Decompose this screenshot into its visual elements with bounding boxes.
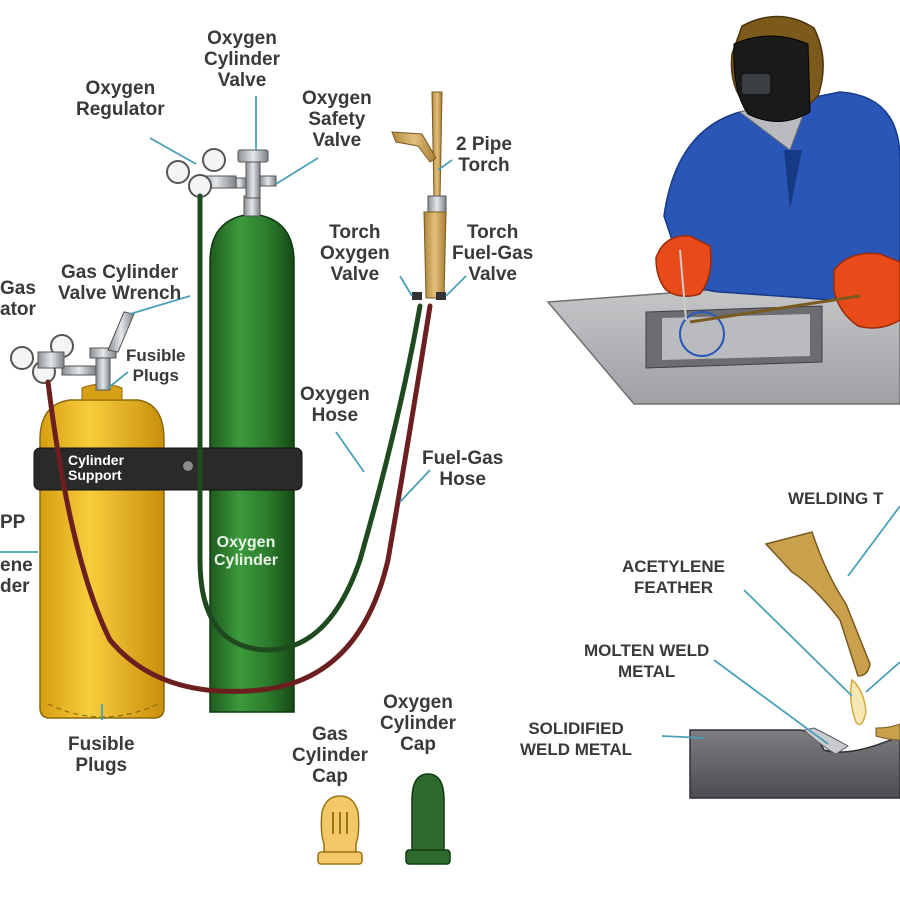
label-line: Safety — [308, 109, 366, 130]
label-line: MOLTEN WELD — [584, 641, 710, 660]
label-fusible-plugs-top: Fusible Plugs — [126, 346, 186, 386]
label-line: Cylinder — [292, 745, 369, 766]
label-lpp-cylinder: PP ene der — [0, 512, 33, 597]
label-line: Oxygen — [85, 78, 156, 99]
two-pipe-torch — [391, 91, 447, 300]
label-solidified-weld-metal: SOLIDIFIED WELD METAL — [520, 718, 632, 760]
label-line: Gas — [0, 278, 36, 299]
label-line: Cap — [400, 734, 436, 755]
label-line: Torch — [466, 222, 519, 243]
label-line: ACETYLENE — [622, 557, 725, 576]
label-line: 2 Pipe — [456, 134, 512, 155]
label-line: METAL — [617, 662, 676, 681]
leader-lines-right — [661, 505, 900, 745]
label-line: Plugs — [75, 755, 128, 776]
label-two-pipe-torch: 2 Pipe Torch — [456, 134, 512, 176]
gas-cylinder-valve — [61, 311, 135, 391]
label-line: Cylinder — [68, 452, 125, 468]
label-line: der — [0, 576, 30, 597]
label-gas-cylinder-cap: Gas Cylinder Cap — [292, 724, 368, 787]
label-line: Hose — [311, 405, 359, 426]
label-line: Gas — [312, 724, 348, 745]
label-oxygen-regulator: Oxygen Regulator — [76, 78, 165, 120]
label-line: Oxygen — [383, 692, 453, 713]
label-line: Fusible — [126, 346, 186, 365]
label-line: Plugs — [132, 366, 179, 385]
label-line: Fuel-Gas — [452, 243, 534, 264]
leader-lines-left — [0, 96, 467, 720]
label-cylinder-support: Cylinder Support — [68, 453, 124, 483]
label-line: Cap — [312, 766, 348, 787]
label-line: Valve — [468, 264, 517, 285]
label-line: Oxygen — [302, 88, 372, 109]
label-line: Valve — [330, 264, 380, 285]
label-line: Valve — [217, 70, 267, 91]
label-line: Fusible — [68, 734, 135, 755]
label-line: PP — [0, 512, 26, 533]
label-fuel-gas-hose: Fuel-Gas Hose — [422, 448, 503, 490]
welder-illustration — [546, 15, 900, 405]
label-line: ene — [0, 555, 33, 576]
label-line: FEATHER — [633, 578, 713, 597]
label-oxygen-cylinder: Oxygen Cylinder — [214, 534, 278, 570]
label-line: Oxygen — [320, 243, 390, 264]
hoses — [45, 193, 433, 694]
label-line: Torch — [329, 222, 381, 243]
label-line: WELDING T — [788, 489, 884, 508]
label-line: WELD METAL — [520, 740, 633, 759]
label-acetylene-feather: ACETYLENE FEATHER — [622, 556, 725, 598]
gas-regulator — [10, 334, 74, 384]
label-line: Fuel-Gas — [422, 448, 504, 469]
label-line: Oxygen — [216, 534, 276, 551]
label-line: Oxygen — [300, 384, 370, 405]
label-molten-weld-metal: MOLTEN WELD METAL — [584, 640, 709, 682]
label-line: Cylinder — [204, 49, 281, 70]
label-line: Support — [68, 467, 122, 483]
label-welding-torch: WELDING T — [788, 488, 883, 509]
label-line: Cylinder — [214, 552, 279, 569]
gas-cylinder-cap — [317, 795, 363, 865]
label-line: Valve Wrench — [58, 283, 182, 304]
label-gas-regulator: Gas ator — [0, 278, 36, 320]
label-line: SOLIDIFIED — [528, 719, 624, 738]
label-torch-fuel-gas-valve: Torch Fuel-Gas Valve — [452, 222, 533, 285]
label-line: Oxygen — [207, 28, 277, 49]
oxygen-regulator — [166, 148, 237, 198]
label-line: Torch — [458, 155, 510, 176]
label-line: Gas Cylinder — [61, 262, 179, 283]
label-line: ator — [0, 299, 36, 320]
label-gas-cylinder-valve-wrench: Gas Cylinder Valve Wrench — [58, 262, 181, 304]
label-line: Hose — [439, 469, 486, 490]
label-torch-oxygen-valve: Torch Oxygen Valve — [320, 222, 390, 285]
label-oxygen-cylinder-valve: Oxygen Cylinder Valve — [204, 28, 280, 91]
cylinder-support — [33, 447, 303, 491]
label-line: Valve — [312, 130, 362, 151]
label-oxygen-safety-valve: Oxygen Safety Valve — [302, 88, 372, 151]
oxygen-cylinder-valve — [231, 149, 277, 199]
label-line: Cylinder — [380, 713, 457, 734]
oxygen-cylinder-cap — [405, 773, 451, 865]
label-oxygen-hose: Oxygen Hose — [300, 384, 370, 426]
label-oxygen-cylinder-cap: Oxygen Cylinder Cap — [380, 692, 456, 755]
label-fusible-plugs-bottom: Fusible Plugs — [68, 734, 135, 776]
label-line: Regulator — [76, 99, 165, 120]
